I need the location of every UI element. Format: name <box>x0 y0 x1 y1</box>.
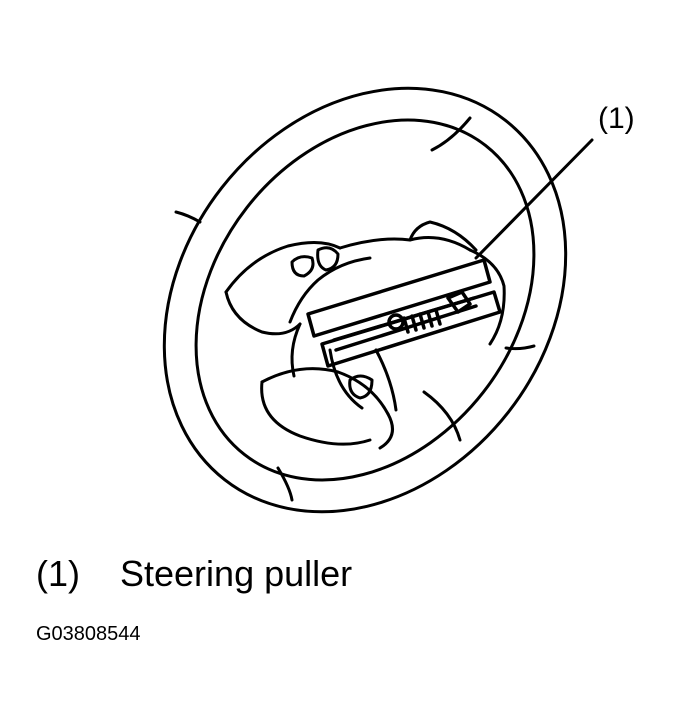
wheel-spokes <box>224 220 506 450</box>
figure-id: G03808544 <box>36 623 141 645</box>
callout-label-1: (1) <box>598 102 635 135</box>
callout-leader-line <box>474 138 594 260</box>
wheel-rim <box>162 86 568 514</box>
rim-segments <box>174 116 536 502</box>
legend-text: Steering puller <box>120 553 353 594</box>
steering-puller-tool <box>306 258 502 368</box>
steering-wheel-illustration <box>162 86 594 514</box>
legend-number: (1) <box>36 553 80 594</box>
legend-item: (1) Steering puller <box>36 556 352 592</box>
